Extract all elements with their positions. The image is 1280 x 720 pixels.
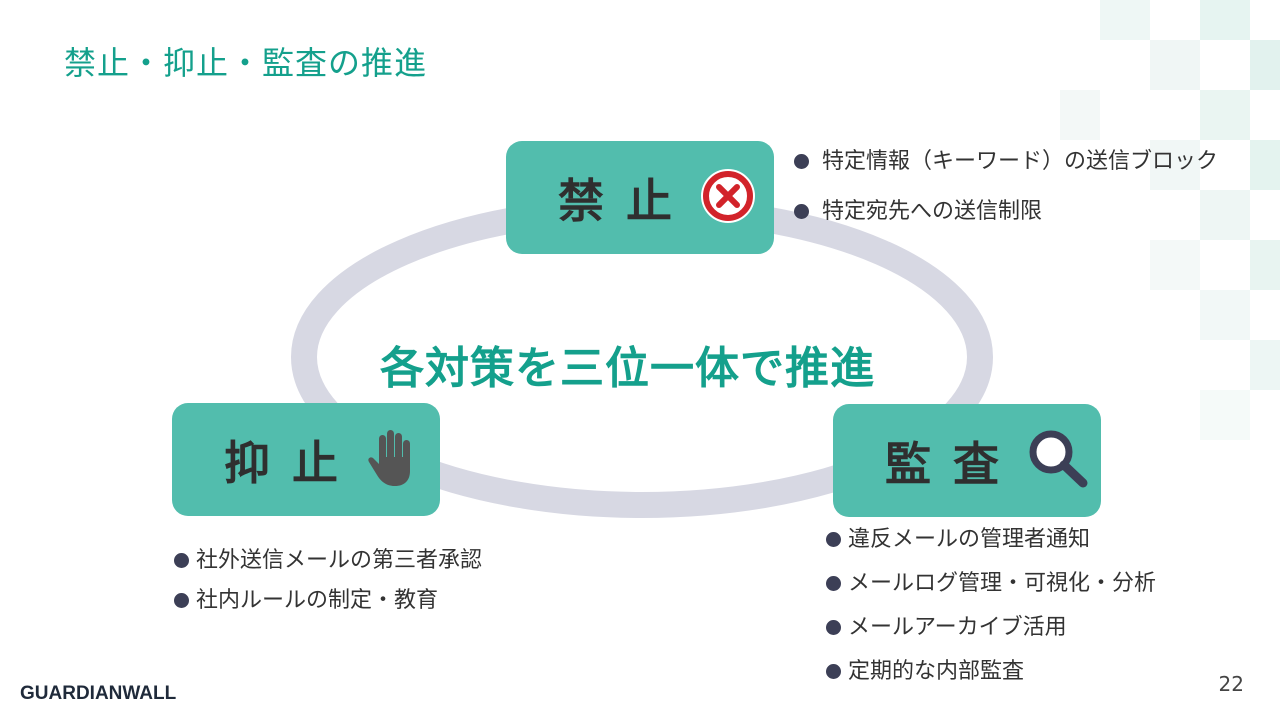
kansa-bullet-list: 違反メールの管理者通知 メールログ管理・可視化・分析 メールアーカイブ活用 定期… <box>826 526 1156 702</box>
x-circle-icon <box>700 168 756 228</box>
page-number: 22 <box>1218 672 1244 696</box>
list-item: メールアーカイブ活用 <box>826 614 1156 642</box>
node-kansa: 監査 <box>833 404 1101 517</box>
yokushi-bullet-list: 社外送信メールの第三者承認 社内ルールの制定・教育 <box>174 547 482 627</box>
list-item: メールログ管理・可視化・分析 <box>826 570 1156 598</box>
decorative-checker-pattern <box>1060 0 1280 440</box>
list-item: 違反メールの管理者通知 <box>826 526 1156 554</box>
list-item: 特定情報（キーワード）の送信ブロック <box>794 148 1218 176</box>
stop-hand-icon <box>366 429 416 491</box>
node-yokushi-label: 抑止 <box>224 435 360 490</box>
node-kansa-label: 監査 <box>885 436 1021 491</box>
node-kinshi: 禁止 <box>506 141 774 254</box>
center-message: 各対策を三位一体で推進 <box>380 343 875 394</box>
list-item: 社内ルールの制定・教育 <box>174 587 482 615</box>
kinshi-bullet-list: 特定情報（キーワード）の送信ブロック 特定宛先への送信制限 <box>794 148 1218 248</box>
node-kinshi-label: 禁止 <box>558 173 694 228</box>
list-item: 社外送信メールの第三者承認 <box>174 547 482 575</box>
list-item: 特定宛先への送信制限 <box>794 198 1218 226</box>
magnifier-icon <box>1027 429 1089 493</box>
brand-logo: GUARDIANWALL <box>20 683 177 704</box>
slide-title: 禁止・抑止・監査の推進 <box>64 44 428 82</box>
node-yokushi: 抑止 <box>172 403 440 516</box>
list-item: 定期的な内部監査 <box>826 658 1156 686</box>
